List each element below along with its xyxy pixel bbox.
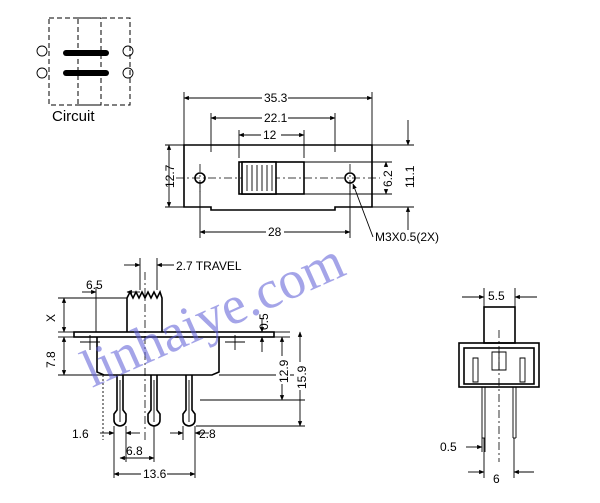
watermark: linhaiye.com xyxy=(72,230,353,399)
dim-slider-width: 12 xyxy=(263,128,277,142)
dim-body-height: 11.1 xyxy=(403,165,417,188)
dim-plate-thickness: 0.5 xyxy=(257,313,271,330)
dim-pin-pitch: 6.8 xyxy=(126,444,143,458)
dim-total-height: 15.9 xyxy=(295,365,309,389)
dim-travel: 2.7 TRAVEL xyxy=(176,259,242,273)
screw-note: M3X0.5(2X) xyxy=(375,230,439,244)
dim-knob-width: 5.5 xyxy=(488,289,505,303)
dim-pin-spacing: 6 xyxy=(493,472,500,486)
circuit-label: Circuit xyxy=(52,108,95,125)
end-view: 5.5 0.5 6 xyxy=(440,288,540,486)
dim-overall-length: 35.3 xyxy=(264,91,288,105)
dim-hole-spacing-outer: 22.1 xyxy=(264,111,288,125)
dim-pin-gap: 2.8 xyxy=(199,427,216,441)
dim-base-width: 13.6 xyxy=(143,467,167,481)
dim-height: 12.7 xyxy=(163,164,177,188)
top-view: 35.3 22.1 12 12.7 xyxy=(163,91,439,244)
side-view: 2.7 TRAVEL 6.5 X 0.5 7.8 xyxy=(44,258,309,481)
circuit-symbol: Circuit xyxy=(36,17,134,125)
dim-inner-height: 6.2 xyxy=(381,170,395,187)
dim-pin-length: 12.9 xyxy=(277,359,291,383)
dim-knob-height: X xyxy=(44,314,58,322)
dim-pin-thickness: 0.5 xyxy=(440,440,457,454)
dim-body-height-side: 7.8 xyxy=(44,351,58,368)
slider-knob xyxy=(241,161,277,195)
dim-mount-spacing: 28 xyxy=(268,225,282,239)
dim-knob-offset: 6.5 xyxy=(86,278,103,292)
dim-pin-width: 1.6 xyxy=(72,427,89,441)
